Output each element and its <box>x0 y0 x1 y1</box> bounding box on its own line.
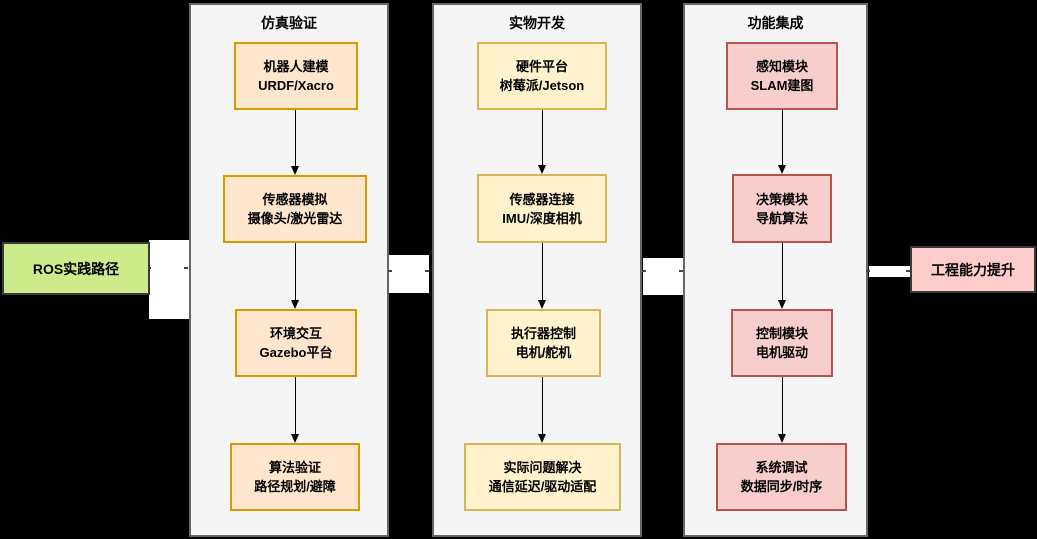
node-problem-solving-line2: 通信延迟/驱动适配 <box>488 479 597 494</box>
arrow-down-icon <box>778 434 786 443</box>
node-algorithm-validation-line2: 路径规划/避障 <box>254 479 336 494</box>
flow-arrow-line <box>782 110 783 165</box>
connector-stub <box>184 267 188 269</box>
node-problem-solving-line1: 实际问题解决 <box>503 460 582 475</box>
node-actuator-control-line1: 执行器控制 <box>510 326 576 341</box>
node-ros-practice-path-label: ROS实践路径 <box>32 260 120 277</box>
node-control-module: 控制模块 电机驱动 <box>731 309 833 377</box>
node-sensor-connection-line1: 传感器连接 <box>509 191 575 207</box>
node-actuator-control-line2: 电机/舵机 <box>515 345 572 360</box>
arrow-down-icon <box>538 300 546 309</box>
node-sensor-simulation-line1: 传感器模拟 <box>262 192 328 207</box>
flow-arrow-line <box>542 243 543 300</box>
arrow-down-icon <box>291 166 299 175</box>
node-algorithm-validation: 算法验证 路径规划/避障 <box>230 443 360 511</box>
node-decision-module: 决策模块 导航算法 <box>732 174 832 243</box>
node-environment-interaction-line1: 环境交互 <box>269 326 322 341</box>
connector-stub <box>866 270 870 272</box>
node-system-debugging: 系统调试 数据同步/时序 <box>716 443 847 511</box>
node-robot-modeling: 机器人建模 URDF/Xacro <box>234 42 358 110</box>
node-hardware-platform-line2: 树莓派/Jetson <box>499 78 585 93</box>
node-decision-module-line2: 导航算法 <box>755 210 808 226</box>
node-actuator-control: 执行器控制 电机/舵机 <box>486 309 601 377</box>
node-ros-practice-path: ROS实践路径 <box>2 242 150 295</box>
node-hardware-platform-line1: 硬件平台 <box>515 59 568 74</box>
node-robot-modeling-line2: URDF/Xacro <box>258 78 334 93</box>
node-system-debugging-line1: 系统调试 <box>755 460 808 475</box>
connector-lane1-to-lane2 <box>389 255 429 293</box>
connector-lane2-to-lane3 <box>643 258 683 295</box>
connector-stub <box>906 270 910 272</box>
node-control-module-line2: 电机驱动 <box>755 345 808 360</box>
connector-left-to-lane1 <box>149 240 189 319</box>
flow-arrow-line <box>782 377 783 434</box>
connector-stub <box>388 270 392 272</box>
connector-stub <box>425 270 429 272</box>
arrow-down-icon <box>291 300 299 309</box>
node-system-debugging-line2: 数据同步/时序 <box>740 479 823 494</box>
flow-arrow-line <box>782 243 783 300</box>
node-engineering-capability: 工程能力提升 <box>910 246 1036 293</box>
lane-hardware-title: 实物开发 <box>509 15 565 31</box>
lane-integration-title: 功能集成 <box>747 15 804 31</box>
flow-arrow-line <box>295 243 296 300</box>
connector-lane3-to-right <box>869 266 910 277</box>
flow-arrow-line <box>295 110 296 166</box>
node-perception-module: 感知模块 SLAM建图 <box>726 42 838 110</box>
connector-stub <box>642 270 646 272</box>
arrow-down-icon <box>538 434 546 443</box>
node-problem-solving: 实际问题解决 通信延迟/驱动适配 <box>464 443 621 511</box>
flow-arrow-line <box>295 377 296 434</box>
node-decision-module-line1: 决策模块 <box>755 191 808 207</box>
node-environment-interaction-line2: Gazebo平台 <box>259 345 333 360</box>
arrow-down-icon <box>538 165 546 174</box>
node-sensor-connection-line2: IMU/深度相机 <box>502 210 582 226</box>
node-perception-module-line2: SLAM建图 <box>750 78 814 93</box>
connector-stub <box>679 270 683 272</box>
arrow-down-icon <box>291 434 299 443</box>
node-hardware-platform: 硬件平台 树莓派/Jetson <box>477 42 607 110</box>
arrow-down-icon <box>778 165 786 174</box>
arrow-down-icon <box>778 300 786 309</box>
node-perception-module-line1: 感知模块 <box>755 59 808 74</box>
flow-arrow-line <box>542 377 543 434</box>
node-sensor-simulation: 传感器模拟 摄像头/激光雷达 <box>223 175 367 243</box>
node-robot-modeling-line1: 机器人建模 <box>263 59 329 74</box>
node-sensor-connection: 传感器连接 IMU/深度相机 <box>477 174 607 243</box>
node-sensor-simulation-line2: 摄像头/激光雷达 <box>247 211 343 226</box>
node-environment-interaction: 环境交互 Gazebo平台 <box>235 309 357 377</box>
node-engineering-capability-label: 工程能力提升 <box>931 261 1015 278</box>
node-algorithm-validation-line1: 算法验证 <box>268 460 321 475</box>
flow-arrow-line <box>542 110 543 165</box>
node-control-module-line1: 控制模块 <box>755 326 808 341</box>
lane-simulation-title: 仿真验证 <box>261 15 317 31</box>
